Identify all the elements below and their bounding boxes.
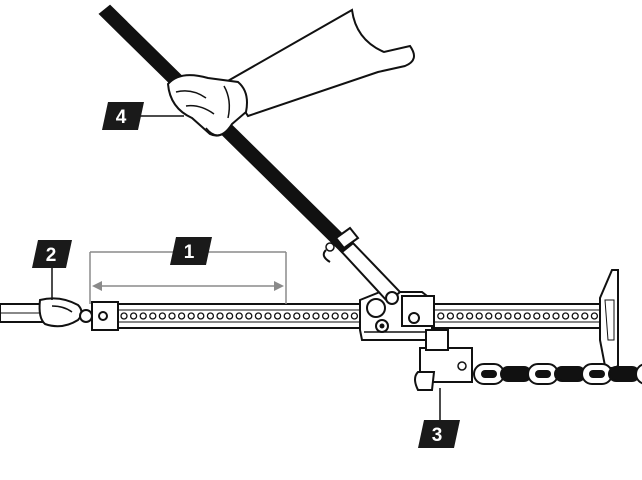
bar-end-cap-bolt xyxy=(98,311,108,321)
bar-hole xyxy=(504,312,512,320)
gloved-hand-icon xyxy=(166,8,415,137)
bar-hole xyxy=(341,312,349,320)
bar-hole xyxy=(494,312,503,320)
bar-hole xyxy=(206,312,215,320)
bar-hole xyxy=(571,312,579,320)
callout-3: 3 xyxy=(418,420,460,448)
jack-top-foot xyxy=(599,269,619,369)
bar-hole xyxy=(293,312,301,320)
bar-hole xyxy=(437,312,445,320)
bar-hole xyxy=(283,312,291,320)
bar-hole xyxy=(533,312,541,320)
bar-hole xyxy=(302,312,311,320)
callout-1: 1 xyxy=(170,237,212,265)
callout-1-label: 1 xyxy=(184,242,195,263)
bar-hole xyxy=(245,312,253,320)
jack-mechanism xyxy=(359,291,436,341)
bar-hole xyxy=(446,312,455,320)
chain-link-opening xyxy=(481,370,497,378)
chain-link xyxy=(608,366,640,382)
chain-icon xyxy=(473,363,642,385)
callout-2-label: 2 xyxy=(46,245,57,266)
chain-link xyxy=(635,363,642,385)
callout-4: 4 xyxy=(102,102,144,130)
bar-hole xyxy=(542,312,551,320)
bar-hole xyxy=(168,312,176,320)
bar-hole xyxy=(485,312,493,320)
bar-hole xyxy=(187,312,195,320)
bar-hole xyxy=(465,312,474,320)
bar-hole xyxy=(350,312,359,320)
callout-4-label: 4 xyxy=(116,107,127,128)
bar-hole xyxy=(273,312,282,320)
bar-hole xyxy=(158,312,167,320)
bar-hole xyxy=(475,312,483,320)
clevis-hook-icon xyxy=(38,297,93,328)
callout-2: 2 xyxy=(32,240,72,268)
bar-hole xyxy=(216,312,224,320)
chain-link xyxy=(500,366,532,382)
bar-hole xyxy=(129,312,138,320)
bar-hole xyxy=(225,312,234,320)
chain-clamp xyxy=(414,329,473,391)
bar-hole xyxy=(561,312,570,320)
bar-hole xyxy=(331,312,339,320)
bar-hole xyxy=(120,312,128,320)
bar-hole xyxy=(321,312,330,320)
bar-hole xyxy=(177,312,186,320)
bar-hole xyxy=(197,312,205,320)
bar-hole xyxy=(139,312,147,320)
chain-link xyxy=(554,366,586,382)
bar-hole xyxy=(513,312,522,320)
travel-measure xyxy=(89,251,287,304)
bar-hole xyxy=(581,312,589,320)
bar-hole xyxy=(264,312,272,320)
bar-hole xyxy=(523,312,531,320)
bar-hole xyxy=(312,312,320,320)
callout-3-label: 3 xyxy=(432,425,443,446)
bar-hole xyxy=(254,312,263,320)
bar-hole xyxy=(149,312,157,320)
chain-link-opening xyxy=(535,370,551,378)
handle-socket xyxy=(322,240,402,305)
jack-bar-holes xyxy=(120,312,599,320)
bar-hole xyxy=(590,312,599,320)
bar-hole xyxy=(552,312,560,320)
bar-hole xyxy=(456,312,464,320)
bar-hole xyxy=(235,312,243,320)
chain-link-opening xyxy=(589,370,605,378)
